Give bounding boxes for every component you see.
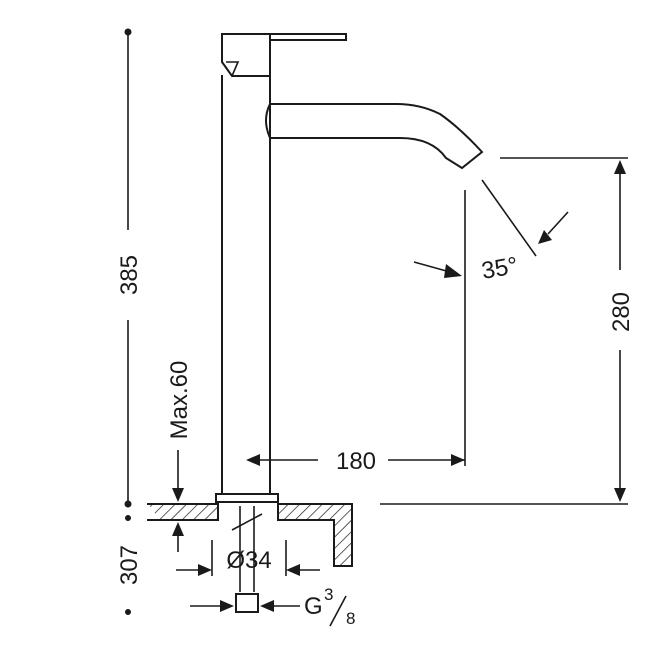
connection-thread-numerator: 3 <box>324 585 333 604</box>
below-deck-label: 307 <box>116 545 143 585</box>
spout-reach-dimension <box>246 190 466 466</box>
connector <box>235 593 259 613</box>
spout-angle-label: 35° <box>480 252 520 285</box>
overall-height-label: 385 <box>116 255 143 295</box>
max-deck-dimension <box>172 450 184 552</box>
overall-height-dimension <box>124 28 132 508</box>
spout-height-label: 280 <box>608 292 635 332</box>
spout-angle-dimension <box>413 179 569 278</box>
countertop-section <box>147 503 353 613</box>
hole-diameter-label: Ø34 <box>226 547 271 574</box>
spout-height-dimension <box>380 157 628 505</box>
connection-thread-label: G <box>304 593 323 620</box>
lever-handle <box>221 33 347 41</box>
base-flange <box>215 493 279 503</box>
fraction-slash <box>329 595 347 627</box>
hole-diameter-dimension <box>176 540 320 576</box>
spout-reach-label: 180 <box>336 448 376 475</box>
connection-dimension <box>190 600 300 612</box>
spout <box>265 103 484 170</box>
handle-cap <box>221 33 271 77</box>
faucet-body <box>215 33 484 503</box>
below-deck-dimension <box>125 515 131 615</box>
max-deck-label: Max.60 <box>166 361 193 440</box>
connection-thread-denominator: 8 <box>346 609 355 628</box>
handle-cap-bevel <box>226 61 240 77</box>
